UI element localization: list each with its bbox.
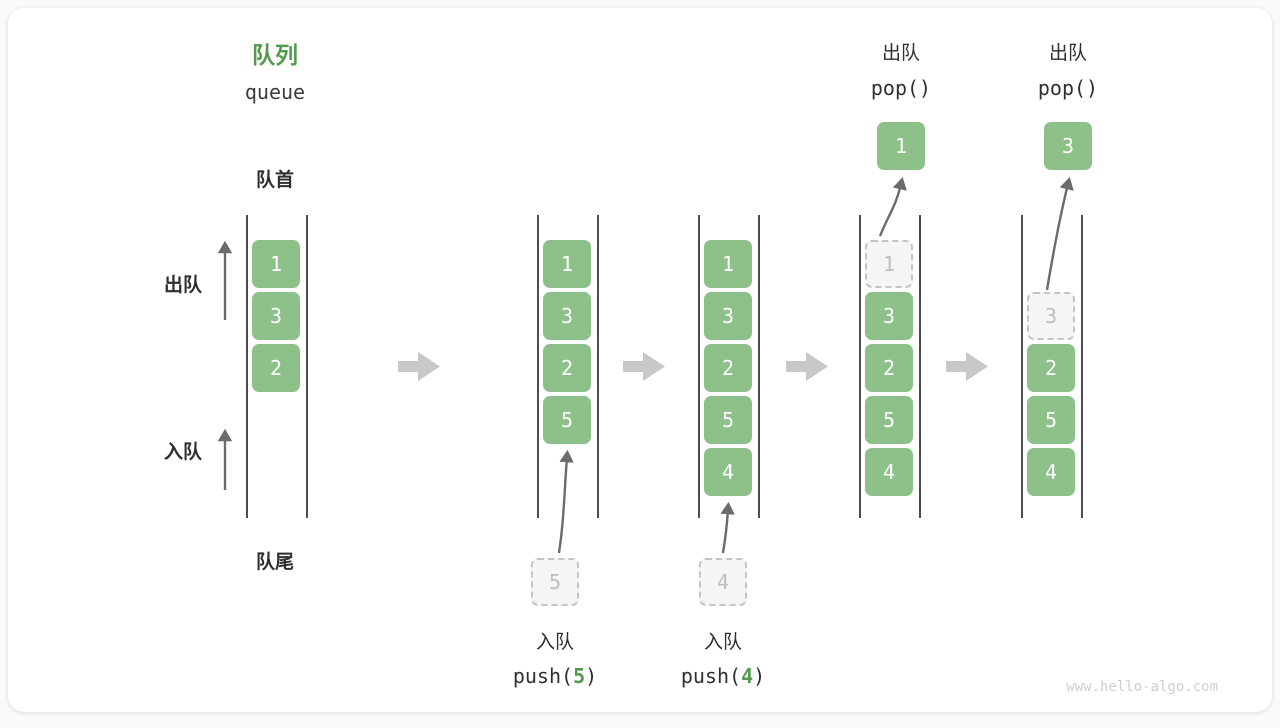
queue-cell: 1 (704, 240, 752, 288)
queue-cell: 1 (252, 240, 300, 288)
push-label-cn: 入队 (703, 631, 742, 653)
push-code-prefix: push( (512, 664, 574, 688)
push-code-arg: 4 (741, 664, 754, 688)
queue-cell: 5 (543, 396, 591, 444)
queue-cell: 2 (252, 344, 300, 392)
queue-cell: 4 (865, 448, 913, 496)
pop-label-code: pop() (870, 76, 932, 100)
rail-left (698, 215, 700, 518)
push-code-suffix: ) (585, 664, 598, 688)
queue-cell: 4 (704, 448, 752, 496)
popped-value-cell: 3 (1044, 122, 1092, 170)
side-direction-arrows (217, 240, 233, 490)
dequeue-side-label: 出队 (163, 274, 202, 296)
incoming-ghost-cell: 5 (531, 558, 579, 606)
rail-right (758, 215, 760, 518)
step-arrow-icon (398, 352, 440, 381)
rail-right (306, 215, 308, 518)
rail-left (537, 215, 539, 518)
rail-right (597, 215, 599, 518)
enqueue-side-label: 入队 (163, 441, 202, 463)
rail-right (1081, 215, 1083, 518)
push-label-code: push(4) (663, 663, 783, 689)
diagram-card: 队列 queue 队首 队尾 出队 入队 1 3 2 1 3 2 (8, 8, 1272, 712)
queue-cell: 3 (865, 292, 913, 340)
pop-label-code: pop() (1037, 76, 1099, 100)
rail-left (1021, 215, 1023, 518)
push-label-code: push(5) (495, 663, 615, 689)
watermark: www.hello-algo.com (1066, 679, 1218, 695)
push-code-prefix: push( (680, 664, 742, 688)
queue-cell: 2 (1027, 344, 1075, 392)
queue-cell: 5 (704, 396, 752, 444)
step-arrow-icon (946, 352, 988, 381)
rail-right (919, 215, 921, 518)
queue-cell: 2 (704, 344, 752, 392)
queue-cell: 3 (252, 292, 300, 340)
rear-label: 队尾 (255, 551, 294, 573)
push-label-cn: 入队 (535, 631, 574, 653)
pop-arrow (1045, 177, 1074, 291)
diagram-title-cn: 队列 (252, 43, 298, 69)
incoming-ghost-cell: 4 (699, 558, 747, 606)
push-arrow (557, 449, 574, 554)
step-arrow-icon (786, 352, 828, 381)
popped-value-cell: 1 (877, 122, 925, 170)
pop-label-cn: 出队 (1048, 42, 1087, 64)
push-code-suffix: ) (753, 664, 766, 688)
rail-left (859, 215, 861, 518)
pop-arrow (878, 176, 907, 237)
step-arrow-icon (623, 352, 665, 381)
queue-cell: 2 (865, 344, 913, 392)
rail-left (246, 215, 248, 518)
popped-ghost-cell: 3 (1027, 292, 1075, 340)
queue-cell: 5 (865, 396, 913, 444)
push-code-arg: 5 (573, 664, 586, 688)
queue-cell: 3 (543, 292, 591, 340)
popped-ghost-cell: 1 (865, 240, 913, 288)
diagram-title-en: queue (244, 80, 306, 104)
queue-cell: 5 (1027, 396, 1075, 444)
queue-cell: 1 (543, 240, 591, 288)
queue-cell: 2 (543, 344, 591, 392)
queue-cell: 3 (704, 292, 752, 340)
queue-cell: 4 (1027, 448, 1075, 496)
pop-label-cn: 出队 (881, 42, 920, 64)
front-label: 队首 (255, 169, 294, 191)
push-arrow (720, 501, 735, 554)
